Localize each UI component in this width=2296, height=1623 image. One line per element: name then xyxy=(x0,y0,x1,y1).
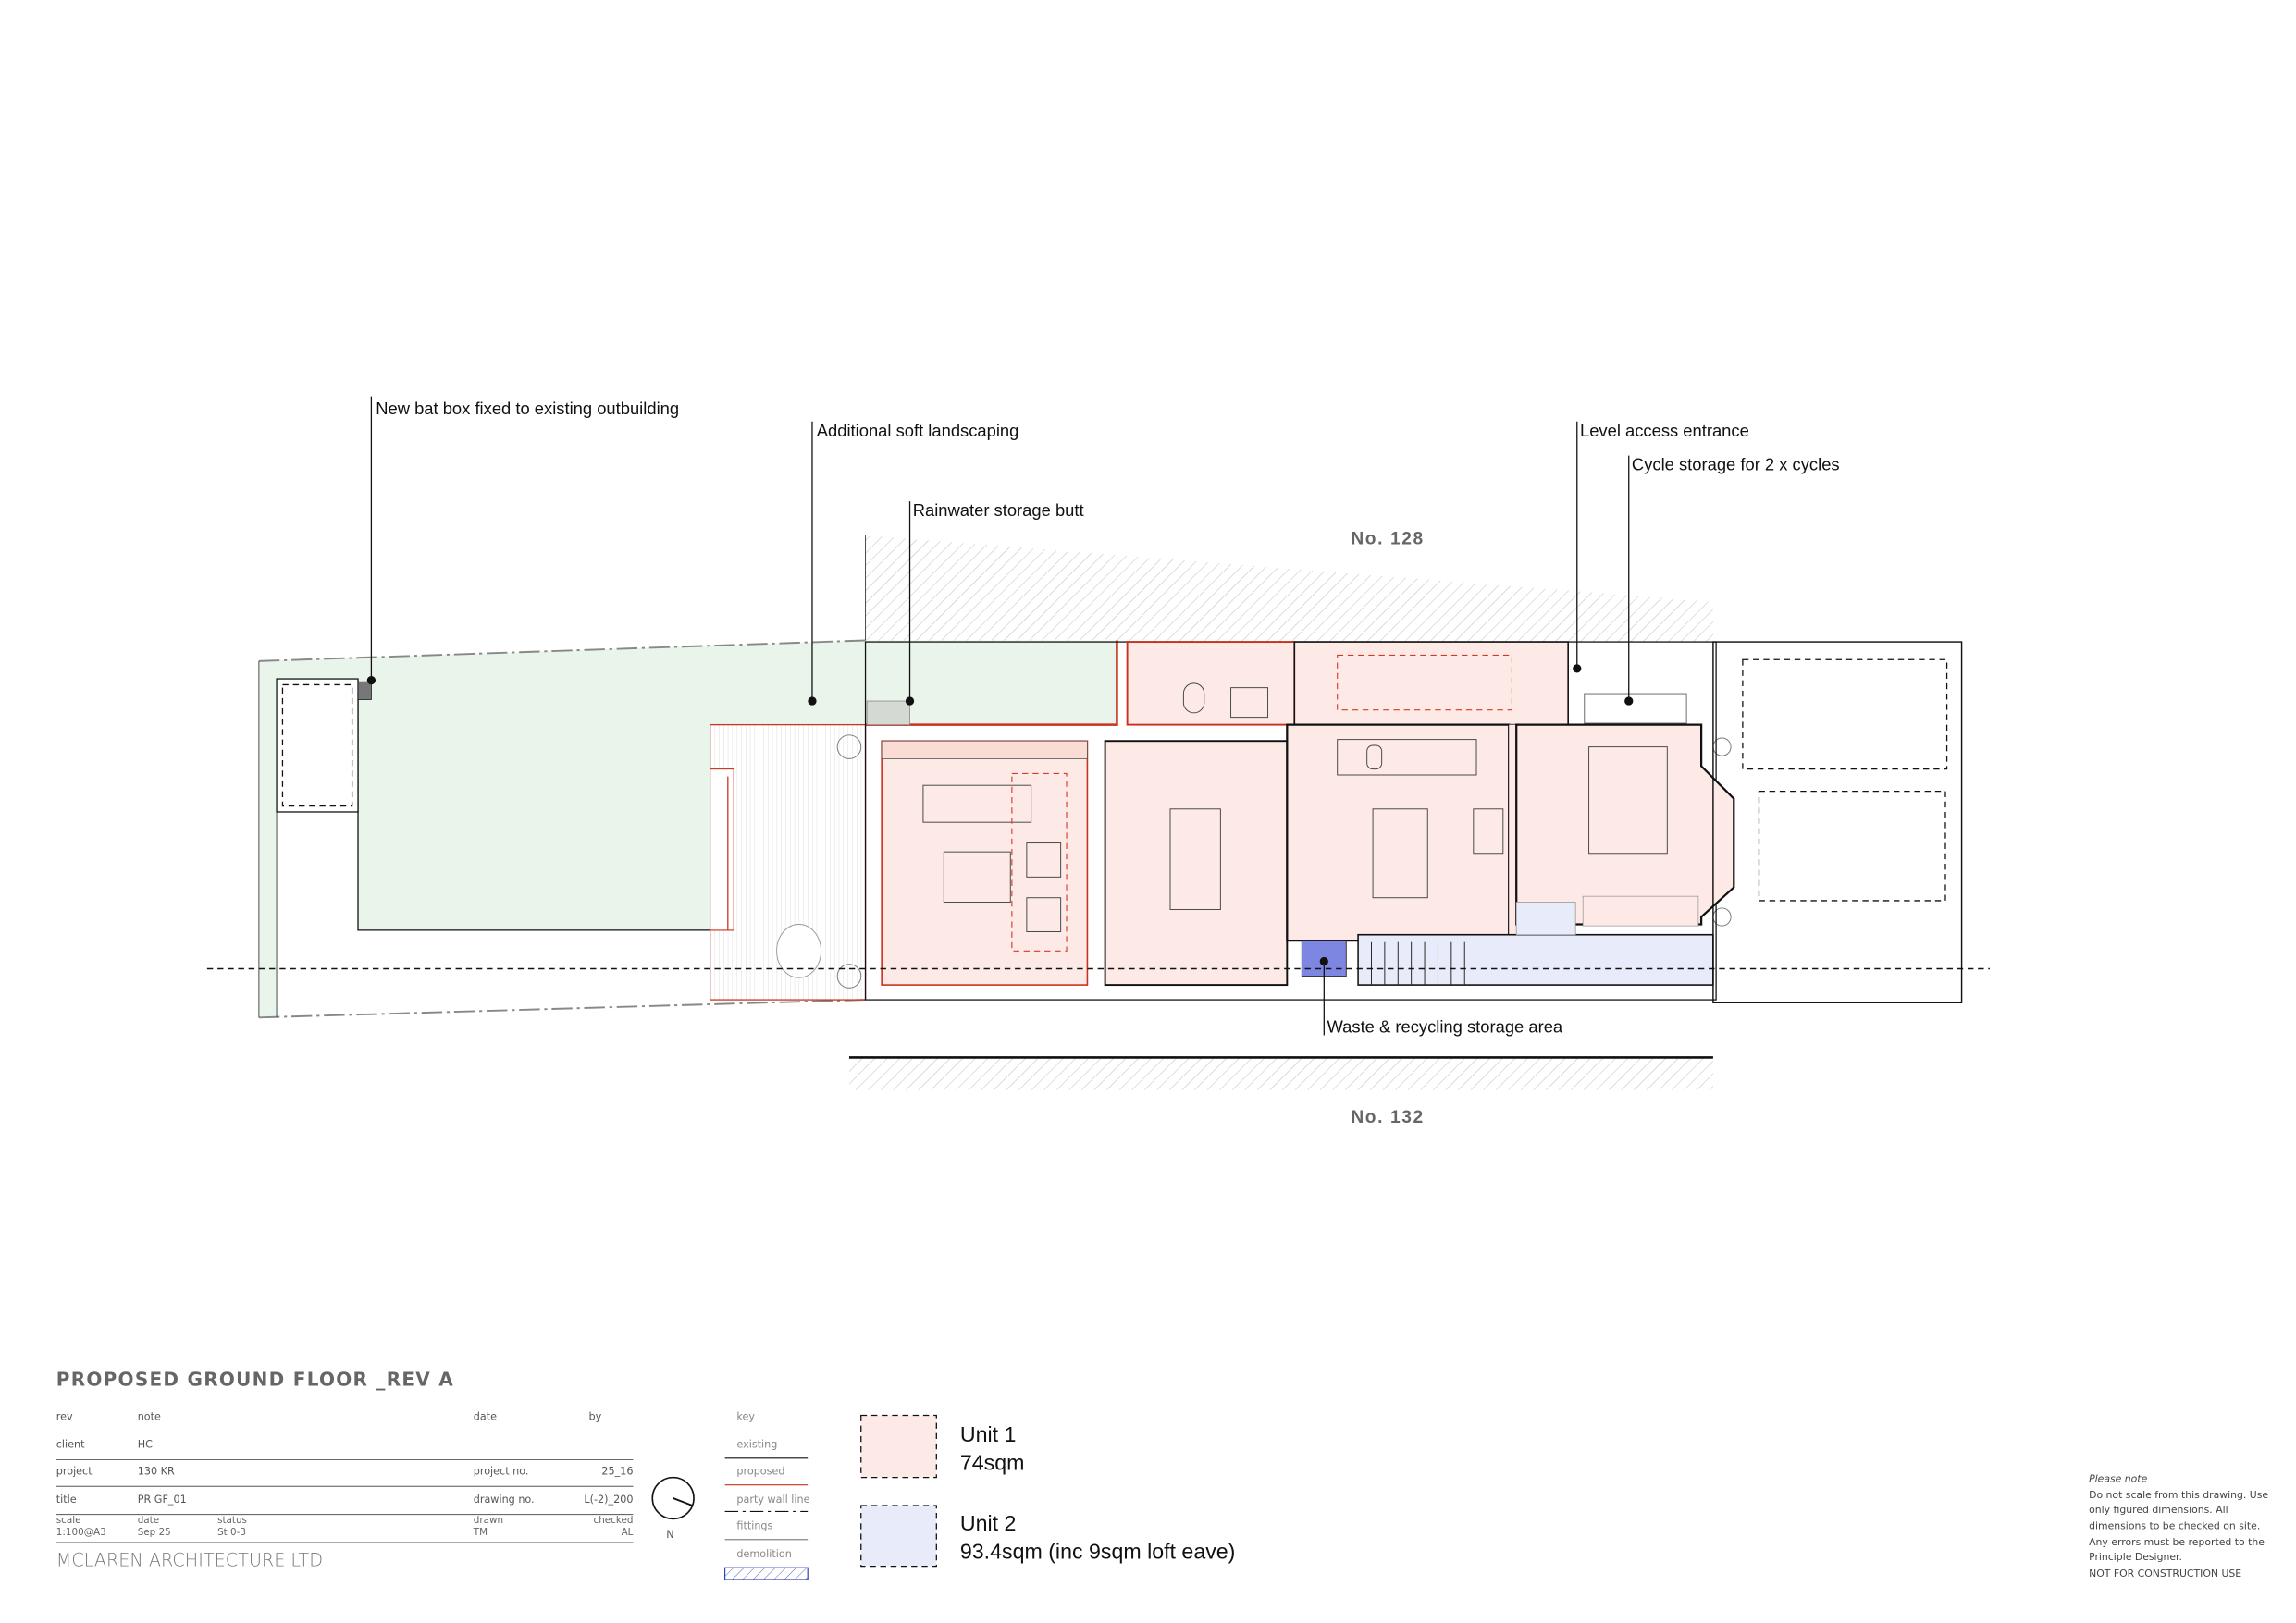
svg-text:date: date xyxy=(474,1410,497,1422)
title-block: PROPOSED GROUND FLOOR _REV A rev note da… xyxy=(56,1368,634,1570)
svg-text:status: status xyxy=(217,1515,247,1526)
svg-text:AL: AL xyxy=(622,1527,634,1538)
unit-legend: Unit 1 74sqm Unit 2 93.4sqm (inc 9sqm lo… xyxy=(860,1414,1236,1568)
svg-text:fittings: fittings xyxy=(736,1520,772,1532)
coffee-table xyxy=(943,851,1011,904)
svg-text:St 0-3: St 0-3 xyxy=(217,1527,246,1538)
company-name: MCLAREN ARCHITECTURE LTD xyxy=(56,1550,323,1571)
neighbour-label-bottom: No. 132 xyxy=(1351,1108,1424,1127)
svg-text:Principle Designer.: Principle Designer. xyxy=(2089,1551,2182,1563)
annotation-waste: Waste & recycling storage area xyxy=(1327,1016,1563,1036)
svg-text:party wall line: party wall line xyxy=(736,1494,809,1506)
svg-text:existing: existing xyxy=(736,1439,777,1451)
svg-text:demolition: demolition xyxy=(736,1548,791,1560)
bed xyxy=(1588,746,1668,855)
svg-text:93.4sqm (inc 9sqm loft eave): 93.4sqm (inc 9sqm loft eave) xyxy=(960,1540,1236,1564)
basin xyxy=(1230,687,1269,719)
annotation-cycle-storage: Cycle storage for 2 x cycles xyxy=(1632,455,1840,474)
toilet xyxy=(1182,682,1205,714)
svg-text:PR GF_01: PR GF_01 xyxy=(138,1494,187,1506)
sofa xyxy=(922,784,1032,823)
svg-text:only figured dimensions. All: only figured dimensions. All xyxy=(2089,1504,2228,1516)
kitchen-island xyxy=(1372,808,1428,899)
armchair xyxy=(1026,897,1062,932)
svg-text:scale: scale xyxy=(56,1515,81,1526)
svg-text:Please note: Please note xyxy=(2089,1472,2147,1484)
kitchen xyxy=(1286,723,1511,942)
cycle-store xyxy=(1584,693,1687,724)
svg-text:NOT FOR CONSTRUCTION USE: NOT FOR CONSTRUCTION USE xyxy=(2089,1568,2241,1580)
disclaimer-note: Please note Do not scale from this drawi… xyxy=(2089,1472,2268,1579)
svg-text:25_16: 25_16 xyxy=(601,1465,633,1477)
svg-text:key: key xyxy=(736,1410,755,1422)
svg-text:date: date xyxy=(138,1515,159,1526)
svg-text:Any errors must be reported to: Any errors must be reported to the xyxy=(2089,1536,2265,1548)
svg-text:HC: HC xyxy=(138,1439,153,1451)
svg-text:checked: checked xyxy=(593,1515,633,1526)
svg-text:client: client xyxy=(56,1439,85,1451)
party-hatch-no132 xyxy=(848,1057,1713,1090)
plant-icon xyxy=(836,734,862,759)
svg-text:title: title xyxy=(56,1494,77,1506)
svg-text:L(-2)_200: L(-2)_200 xyxy=(584,1494,633,1506)
annotation-rainwater: Rainwater storage butt xyxy=(913,500,1084,520)
svg-text:130 KR: 130 KR xyxy=(138,1465,175,1477)
svg-text:project no.: project no. xyxy=(474,1465,529,1477)
svg-text:project: project xyxy=(56,1465,93,1477)
svg-text:TM: TM xyxy=(473,1527,488,1538)
outbuilding xyxy=(276,678,359,813)
garden-table xyxy=(776,924,822,978)
unit-2-plan xyxy=(1301,902,1714,986)
svg-text:Sep 25: Sep 25 xyxy=(138,1527,171,1538)
svg-text:1:100@A3: 1:100@A3 xyxy=(56,1527,106,1538)
parking-bay xyxy=(1742,658,1948,770)
plant-icon xyxy=(836,964,862,989)
bat-box xyxy=(357,681,372,700)
unit-2-swatch xyxy=(860,1505,937,1568)
living-room xyxy=(881,740,1089,986)
north-arrow-icon: N xyxy=(651,1476,695,1541)
svg-text:Unit 2: Unit 2 xyxy=(960,1511,1017,1535)
svg-text:74sqm: 74sqm xyxy=(960,1451,1025,1475)
svg-text:drawn: drawn xyxy=(474,1515,503,1526)
sink xyxy=(1366,744,1383,770)
hob xyxy=(1473,808,1504,855)
svg-text:rev: rev xyxy=(56,1410,73,1422)
svg-text:note: note xyxy=(138,1410,161,1422)
dining-table xyxy=(1169,808,1221,911)
bathroom xyxy=(1126,641,1296,726)
svg-text:drawing no.: drawing no. xyxy=(474,1494,535,1506)
svg-text:Do not scale from this drawing: Do not scale from this drawing. Use xyxy=(2089,1489,2268,1501)
neighbour-label-top: No. 128 xyxy=(1351,530,1424,549)
dining-room xyxy=(1104,740,1289,987)
parking-bay xyxy=(1758,790,1946,902)
armchair xyxy=(1026,842,1062,878)
rear-garden xyxy=(258,639,1118,1019)
drawing-title: PROPOSED GROUND FLOOR _REV A xyxy=(56,1368,454,1390)
annotation-bat-box: New bat box fixed to existing outbuildin… xyxy=(376,399,679,418)
hallway xyxy=(1293,641,1569,726)
annotation-level-access: Level access entrance xyxy=(1580,421,1749,440)
front-garden xyxy=(1584,641,1963,1003)
kitchen-worktop xyxy=(1337,739,1477,776)
party-hatch-no128 xyxy=(865,535,1713,643)
annotations xyxy=(366,396,1634,1036)
svg-text:by: by xyxy=(588,1410,601,1422)
svg-text:N: N xyxy=(666,1529,673,1541)
svg-text:Unit 1: Unit 1 xyxy=(960,1422,1017,1446)
bedroom xyxy=(1515,723,1735,926)
rainwater-butt xyxy=(866,700,910,726)
legend-key: key existing proposed party wall line fi… xyxy=(724,1410,810,1580)
annotation-soft-landscaping: Additional soft landscaping xyxy=(817,421,1019,440)
unit-1-swatch xyxy=(860,1414,937,1479)
svg-text:dimensions to be checked on si: dimensions to be checked on site. xyxy=(2089,1520,2260,1532)
svg-text:proposed: proposed xyxy=(736,1465,784,1477)
